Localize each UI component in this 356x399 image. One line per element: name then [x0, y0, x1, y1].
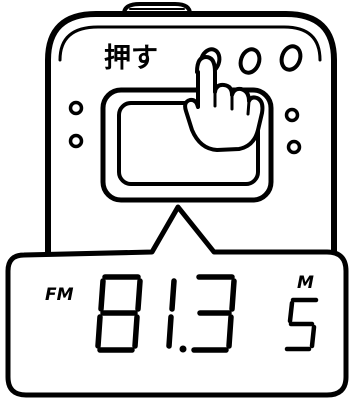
side-dot-right-lower — [286, 139, 302, 155]
lcd-memory-digit-5 — [284, 297, 319, 352]
side-dot-left-lower — [68, 133, 84, 149]
device-body-inner-edge — [58, 25, 322, 62]
press-instruction-label: 押す — [104, 43, 158, 74]
callout-bubble — [5, 204, 349, 398]
top-knob — [122, 2, 192, 16]
indicator-circle-2 — [238, 47, 262, 75]
lcd-decimal-point — [179, 345, 187, 353]
lcd-digit-8 — [95, 274, 143, 353]
lcd-digit-3 — [191, 274, 237, 353]
band-label-fm: FM — [45, 285, 74, 305]
indicator-circle-3 — [279, 44, 303, 72]
memory-label: M — [297, 273, 314, 293]
side-dot-right-upper — [284, 107, 300, 123]
lcd-digit-1 — [166, 278, 177, 349]
side-dot-left-upper — [68, 100, 84, 116]
display-window-outer — [100, 87, 274, 203]
